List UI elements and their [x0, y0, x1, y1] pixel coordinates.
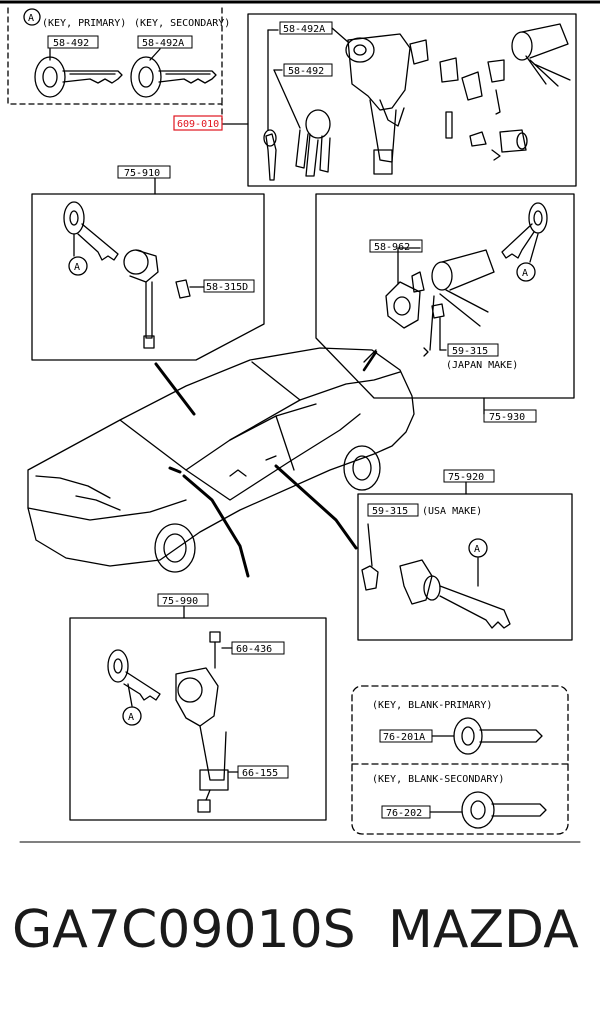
usa-make-caption: (USA MAKE) — [422, 506, 482, 517]
label-75-930: 75-930 — [489, 412, 525, 423]
key-group-top-left — [7, 7, 223, 121]
key-a-marker-990: A — [128, 712, 134, 723]
box-blank-keys — [351, 685, 569, 835]
label-58-962: 58-962 — [374, 242, 410, 253]
key-a-marker-top: A — [28, 13, 34, 24]
label-58-492-top: 58-492 — [288, 66, 324, 77]
primary-key-illustration — [34, 56, 123, 98]
key-a-marker-930: A — [522, 268, 528, 279]
label-59-315-japan: 59-315 — [452, 346, 488, 357]
key-primary-caption: (KEY, PRIMARY) — [42, 18, 126, 29]
box-75-920 — [357, 481, 573, 641]
label-58-492-left: 58-492 — [53, 38, 89, 49]
label-58-492A-left: 58-492A — [142, 38, 184, 49]
label-58-315D: 58-315D — [206, 282, 248, 293]
label-60-436: 60-436 — [236, 644, 272, 655]
japan-make-caption: (JAPAN MAKE) — [446, 360, 518, 371]
blank-secondary-caption: (KEY, BLANK-SECONDARY) — [372, 774, 504, 785]
key-a-marker-920: A — [474, 544, 480, 555]
key-secondary-caption: (KEY, SECONDARY) — [134, 18, 230, 29]
brand-name: MAZDA — [388, 900, 579, 960]
box-75-910 — [31, 177, 265, 361]
callout-labels: A (KEY, PRIMARY) (KEY, SECONDARY) 58-492… — [28, 13, 537, 819]
parts-diagram: A (KEY, PRIMARY) (KEY, SECONDARY) 58-492… — [0, 0, 600, 843]
car-illustration — [27, 347, 415, 578]
label-75-910: 75-910 — [124, 168, 160, 179]
blank-primary-caption: (KEY, BLANK-PRIMARY) — [372, 700, 492, 711]
box-ignition-assembly — [222, 13, 577, 187]
secondary-key-illustration — [130, 56, 217, 98]
label-75-990: 75-990 — [162, 596, 198, 607]
label-76-201A: 76-201A — [383, 732, 425, 743]
label-75-920: 75-920 — [448, 472, 484, 483]
label-609-010: 609-010 — [177, 119, 219, 130]
label-66-155: 66-155 — [242, 768, 278, 779]
box-75-930 — [315, 193, 575, 415]
key-a-marker-910: A — [74, 262, 80, 273]
box-75-990 — [69, 605, 327, 821]
label-59-315-usa: 59-315 — [372, 506, 408, 517]
label-76-202: 76-202 — [386, 808, 422, 819]
part-number: GA7C09010S — [12, 900, 356, 960]
label-58-492A-top: 58-492A — [283, 24, 325, 35]
